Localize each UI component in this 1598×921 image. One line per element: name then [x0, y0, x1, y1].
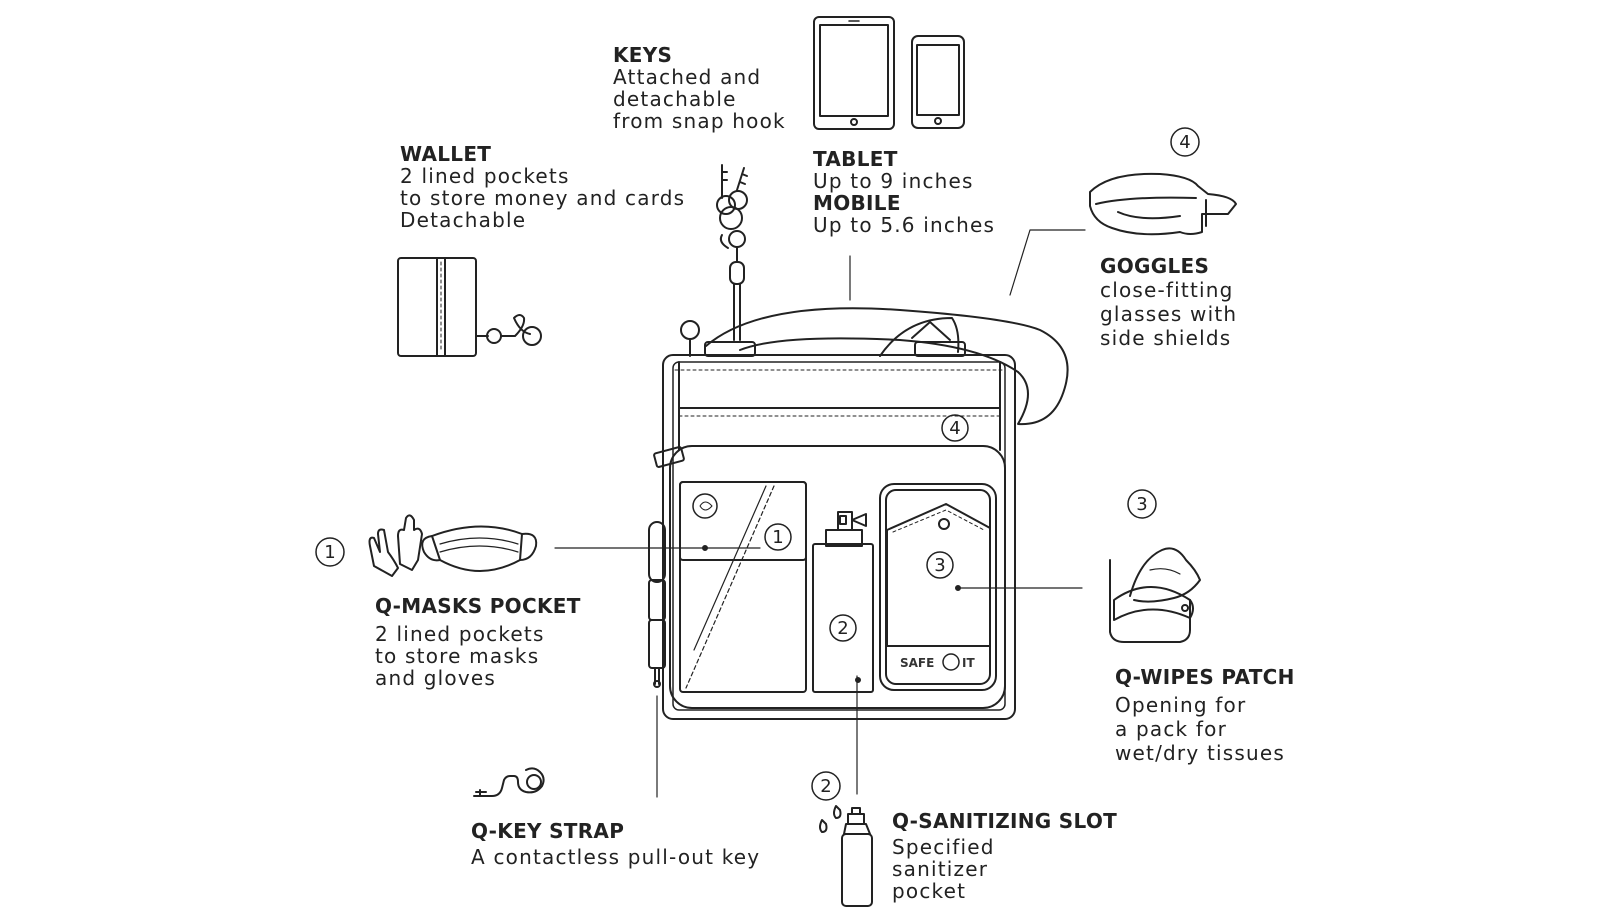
- sanitizer-line-1: Specified: [892, 835, 995, 859]
- key-strap-title: Q-KEY STRAP: [471, 819, 625, 843]
- wallet-title: WALLET: [400, 142, 492, 166]
- keys-line-3: from snap hook: [613, 109, 786, 133]
- sanitizer-title: Q-SANITIZING SLOT: [892, 809, 1118, 833]
- tablet-line-1: Up to 9 inches: [813, 169, 974, 193]
- svg-text:2: 2: [837, 618, 848, 639]
- tablet-mobile-label: TABLET Up to 9 inches MOBILE Up to 5.6 i…: [813, 148, 995, 236]
- sanitizer-bottle-icon: [819, 805, 873, 907]
- mobile-icon: [911, 35, 965, 129]
- sanitizer-label: Q-SANITIZING SLOT Specified sanitizer po…: [892, 810, 1117, 902]
- masks-line-2: to store masks: [375, 644, 540, 668]
- mask-icon: [421, 525, 538, 572]
- key-strap-line-1: A contactless pull-out key: [471, 845, 761, 869]
- goggles-line-3: side shields: [1100, 326, 1232, 350]
- svg-text:1: 1: [324, 542, 335, 563]
- masks-label: Q-MASKS POCKET 2 lined pockets to store …: [375, 595, 581, 689]
- tablet-icon: [813, 16, 895, 130]
- gloves-icon: [368, 514, 423, 577]
- wallet-icon: [397, 257, 542, 357]
- svg-text:SAFE: SAFE: [900, 656, 934, 670]
- mobile-line-1: Up to 5.6 inches: [813, 213, 996, 237]
- svg-text:2: 2: [820, 776, 831, 797]
- number-3-marker: 3: [1127, 489, 1157, 519]
- goggles-number: 4: [1170, 127, 1200, 157]
- wallet-label: WALLET 2 lined pockets to store money an…: [400, 143, 685, 231]
- bag-marker-4: 4: [941, 414, 969, 442]
- key-strap-label: Q-KEY STRAP A contactless pull-out key: [471, 818, 760, 870]
- masks-title: Q-MASKS POCKET: [375, 594, 581, 618]
- wallet-line-2: to store money and cards: [400, 186, 686, 210]
- number-2-marker: 2: [811, 771, 841, 801]
- bag-illustration: SAFE IT: [648, 307, 1069, 720]
- svg-text:3: 3: [1136, 494, 1147, 515]
- svg-text:4: 4: [949, 418, 960, 439]
- wipes-line-3: wet/dry tissues: [1115, 741, 1285, 765]
- mobile-title: MOBILE: [813, 191, 901, 215]
- masks-line-3: and gloves: [375, 666, 497, 690]
- keys-icon: [716, 164, 748, 341]
- svg-text:1: 1: [772, 527, 783, 548]
- svg-text:IT: IT: [962, 656, 975, 670]
- svg-text:3: 3: [934, 555, 945, 576]
- wallet-line-3: Detachable: [400, 208, 527, 232]
- sanitizer-line-3: pocket: [892, 879, 967, 903]
- number-1-marker: 1: [315, 537, 345, 567]
- key-strap-icon: [473, 767, 545, 797]
- wallet-line-1: 2 lined pockets: [400, 164, 570, 188]
- goggles-label: GOGGLES close-fitting glasses with side …: [1100, 254, 1237, 350]
- wipes-label: Q-WIPES PATCH Opening for a pack for wet…: [1115, 665, 1295, 765]
- sanitizer-line-2: sanitizer: [892, 857, 989, 881]
- wipes-icon: [1109, 547, 1201, 643]
- keys-label: KEYS Attached and detachable from snap h…: [613, 44, 786, 132]
- goggles-line-1: close-fitting: [1100, 278, 1234, 302]
- goggles-title: GOGGLES: [1100, 254, 1210, 278]
- goggles-icon: [1089, 172, 1237, 236]
- svg-text:4: 4: [1179, 132, 1190, 153]
- bag-marker-2: 2: [829, 614, 857, 642]
- tablet-title: TABLET: [813, 147, 898, 171]
- wipes-line-2: a pack for: [1115, 717, 1227, 741]
- bag-marker-1: 1: [764, 523, 792, 551]
- keys-title: KEYS: [613, 43, 673, 67]
- wipes-line-1: Opening for: [1115, 693, 1247, 717]
- goggles-line-2: glasses with: [1100, 302, 1238, 326]
- keys-line-1: Attached and: [613, 65, 762, 89]
- masks-line-1: 2 lined pockets: [375, 622, 545, 646]
- bag-marker-3: 3: [926, 551, 954, 579]
- wipes-title: Q-WIPES PATCH: [1115, 665, 1295, 689]
- leader-lines: [554, 229, 1086, 798]
- keys-line-2: detachable: [613, 87, 737, 111]
